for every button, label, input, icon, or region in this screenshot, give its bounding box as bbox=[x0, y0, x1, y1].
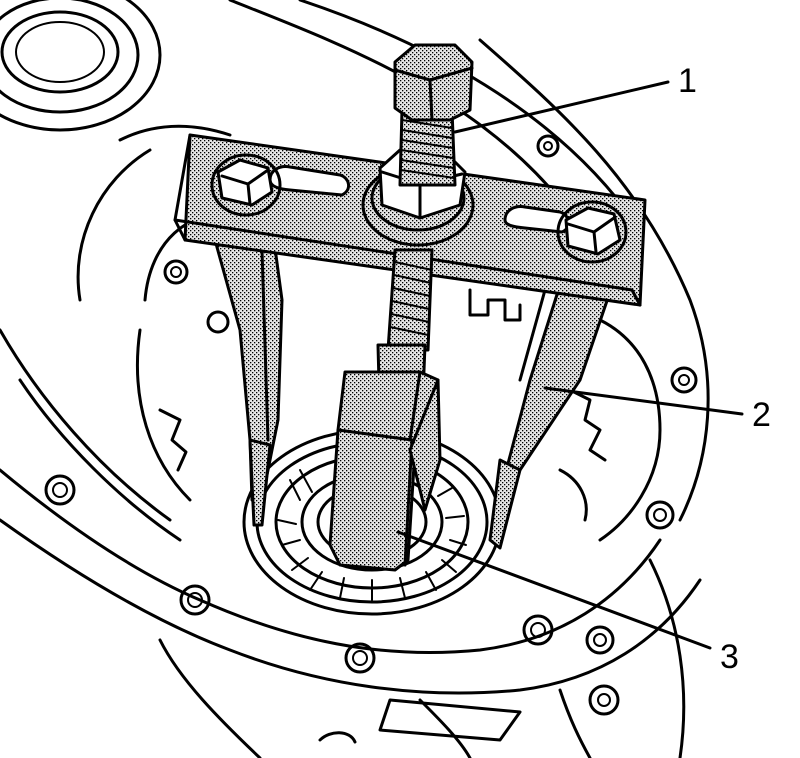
bolt-hole bbox=[206, 310, 230, 334]
callout-1: 1 bbox=[678, 62, 697, 100]
bolt-hole bbox=[344, 642, 376, 674]
leader-line-1 bbox=[453, 80, 670, 134]
bearing-adapter bbox=[328, 343, 442, 572]
bolt-hole bbox=[163, 259, 189, 285]
bolt-hole bbox=[645, 500, 675, 530]
callout-3: 3 bbox=[720, 638, 739, 676]
bolt-hole bbox=[585, 625, 615, 655]
bolt-hole bbox=[588, 684, 620, 716]
forcing-screw bbox=[386, 43, 474, 352]
crossbar-bolt-left bbox=[210, 153, 282, 217]
leader-line-2 bbox=[543, 386, 744, 416]
bolt-hole bbox=[670, 366, 698, 394]
crossbar-bolt-right bbox=[556, 200, 628, 264]
axle-seal bbox=[0, 0, 162, 132]
bolt-hole bbox=[44, 474, 76, 506]
bolt-hole bbox=[522, 614, 554, 646]
leader-line-3 bbox=[396, 530, 712, 650]
leader-lines bbox=[396, 80, 744, 650]
differential-housing bbox=[0, 0, 710, 758]
callout-2: 2 bbox=[752, 396, 771, 434]
bolt-hole bbox=[536, 134, 560, 158]
bolt-hole bbox=[179, 584, 211, 616]
